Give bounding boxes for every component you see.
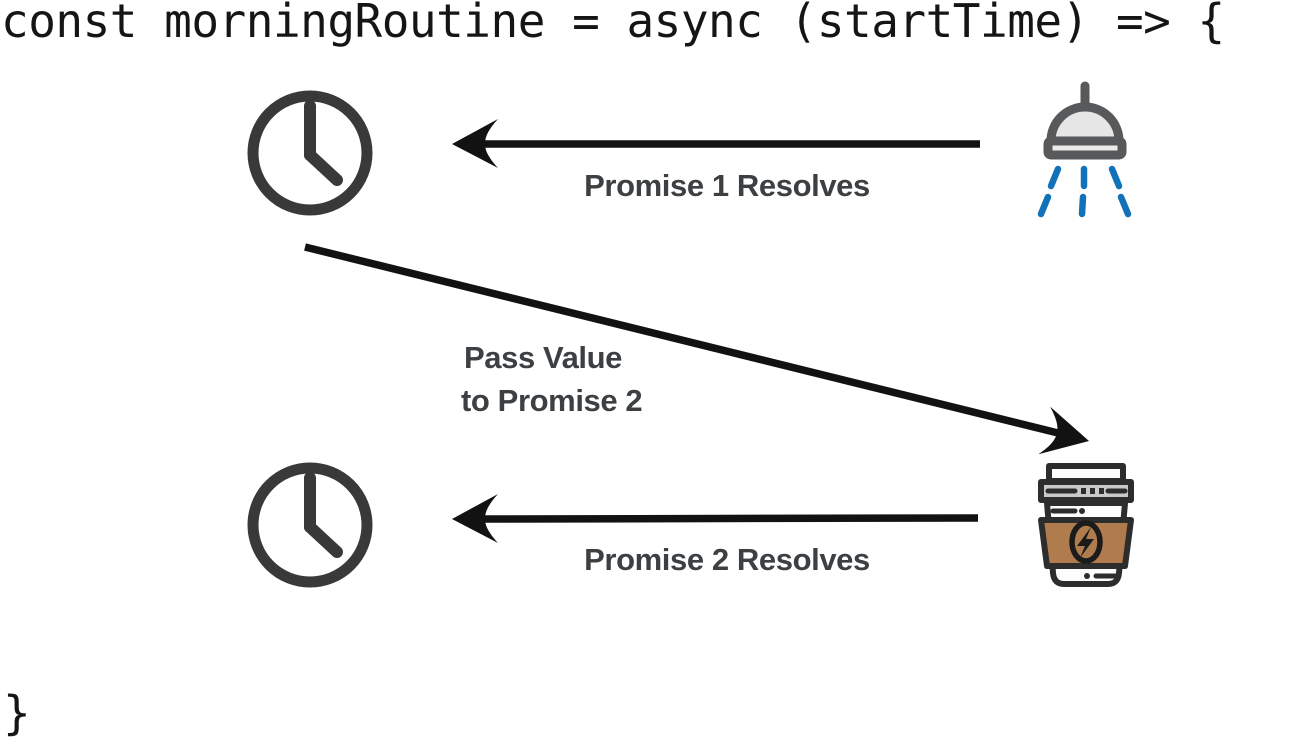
promise2-arrow <box>452 494 979 543</box>
code-open-line: const morningRoutine = async (startTime)… <box>1 0 1225 48</box>
coffee-cup-icon <box>1038 463 1134 587</box>
pass-value-label-line1: Pass Value <box>464 340 622 375</box>
coffee-bean-logo <box>1069 520 1103 564</box>
shower-head-icon <box>1037 81 1132 218</box>
code-close-line: } <box>3 686 31 740</box>
clock-icon <box>247 90 373 216</box>
water-drops <box>1037 165 1132 218</box>
promise1-label: Promise 1 Resolves <box>584 168 870 203</box>
promise1-arrow <box>452 119 980 168</box>
clock-icon-2 <box>247 462 373 588</box>
pass-value-arrow <box>304 243 1095 466</box>
lid-band-pattern <box>1045 488 1128 494</box>
promise2-label: Promise 2 Resolves <box>584 542 870 577</box>
pass-value-label-line2: to Promise 2 <box>461 383 642 418</box>
